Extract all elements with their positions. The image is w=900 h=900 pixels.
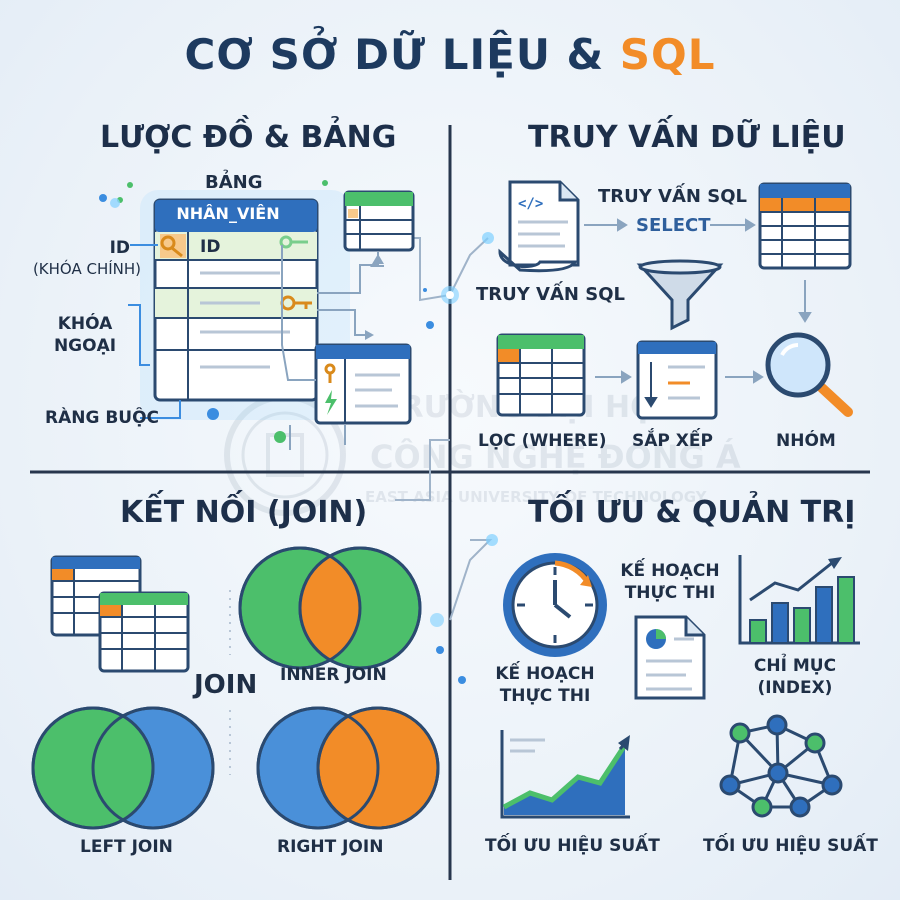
- index-label-2: (INDEX): [757, 678, 833, 698]
- join-section-title: KẾT NỐI (JOIN): [120, 495, 368, 530]
- index-label-1: CHỈ MỤC: [753, 656, 837, 676]
- label-sort: SẮP XẾP: [632, 431, 713, 451]
- left-join-venn: [31, 706, 215, 830]
- label-foreign-key-1: KHÓA: [57, 314, 113, 334]
- inner-join-venn: [238, 546, 422, 670]
- left-join-label: LEFT JOIN: [80, 837, 173, 857]
- label-sql-document: TRUY VẤN SQL: [476, 284, 625, 305]
- funnel-icon: [636, 259, 724, 331]
- label-group: NHÓM: [776, 431, 836, 451]
- plan-top-label-2: THỰC THI: [624, 583, 716, 603]
- svg-text:</>: </>: [518, 196, 543, 212]
- perf-left-label: TỐI ƯU HIỆU SUẤT: [485, 836, 660, 856]
- label-select: SELECT: [636, 215, 711, 236]
- optimize-diagram: [500, 553, 860, 819]
- page-title: CƠ SỞ DỮ LIỆU & SQL: [0, 30, 900, 79]
- join-diagram: [31, 546, 440, 830]
- join-center-label: JOIN: [194, 670, 258, 700]
- network-icon: [719, 714, 843, 818]
- page-title-accent: SQL: [619, 30, 716, 79]
- page-title-main: CƠ SỞ DỮ LIỆU &: [184, 30, 605, 79]
- magnifier-icon: [765, 332, 853, 417]
- schema-section-title: LƯỢC ĐỒ & BẢNG: [100, 120, 397, 155]
- clock-icon: [503, 553, 607, 657]
- optimize-section-title: TỐI ƯU & QUẢN TRỊ: [528, 495, 856, 530]
- lightning-icon: [325, 390, 337, 415]
- report-icon: [634, 615, 706, 700]
- label-id: ID: [109, 238, 130, 258]
- query-diagram: </>: [496, 180, 853, 420]
- label-constraint: RÀNG BUỘC: [45, 408, 160, 428]
- inner-join-label: INNER JOIN: [280, 665, 387, 685]
- table-name: NHÂN_VIÊN: [176, 204, 280, 223]
- small-key-icon: [324, 363, 336, 383]
- label-primary-key: (KHÓA CHÍNH): [32, 260, 142, 278]
- schema-diagram: [99, 180, 434, 450]
- key-icon: [160, 235, 183, 258]
- code-file-icon: </>: [498, 180, 580, 273]
- plan-clock-label-2: THỰC THI: [499, 686, 591, 706]
- table-caption: BẢNG: [205, 172, 263, 193]
- area-chart-icon: [500, 730, 630, 819]
- plan-clock-label-1: KẾ HOẠCH: [495, 664, 595, 684]
- perf-right-label: TỐI ƯU HIỆU SUẤT: [703, 836, 878, 856]
- watermark-line-2: CÔNG NGHỆ ĐÔNG Á: [370, 438, 741, 476]
- query-section-title: TRUY VẤN DỮ LIỆU: [528, 120, 846, 155]
- right-join-label: RIGHT JOIN: [277, 837, 384, 857]
- label-sql-arrow: TRUY VẤN SQL: [598, 186, 747, 207]
- table-id-row: ID: [200, 237, 221, 257]
- label-filter: LỌC (WHERE): [478, 431, 607, 451]
- bar-chart-icon: [738, 555, 860, 645]
- label-foreign-key-2: NGOẠI: [53, 336, 117, 356]
- plan-top-label-1: KẾ HOẠCH: [620, 561, 720, 581]
- right-join-venn: [256, 706, 440, 830]
